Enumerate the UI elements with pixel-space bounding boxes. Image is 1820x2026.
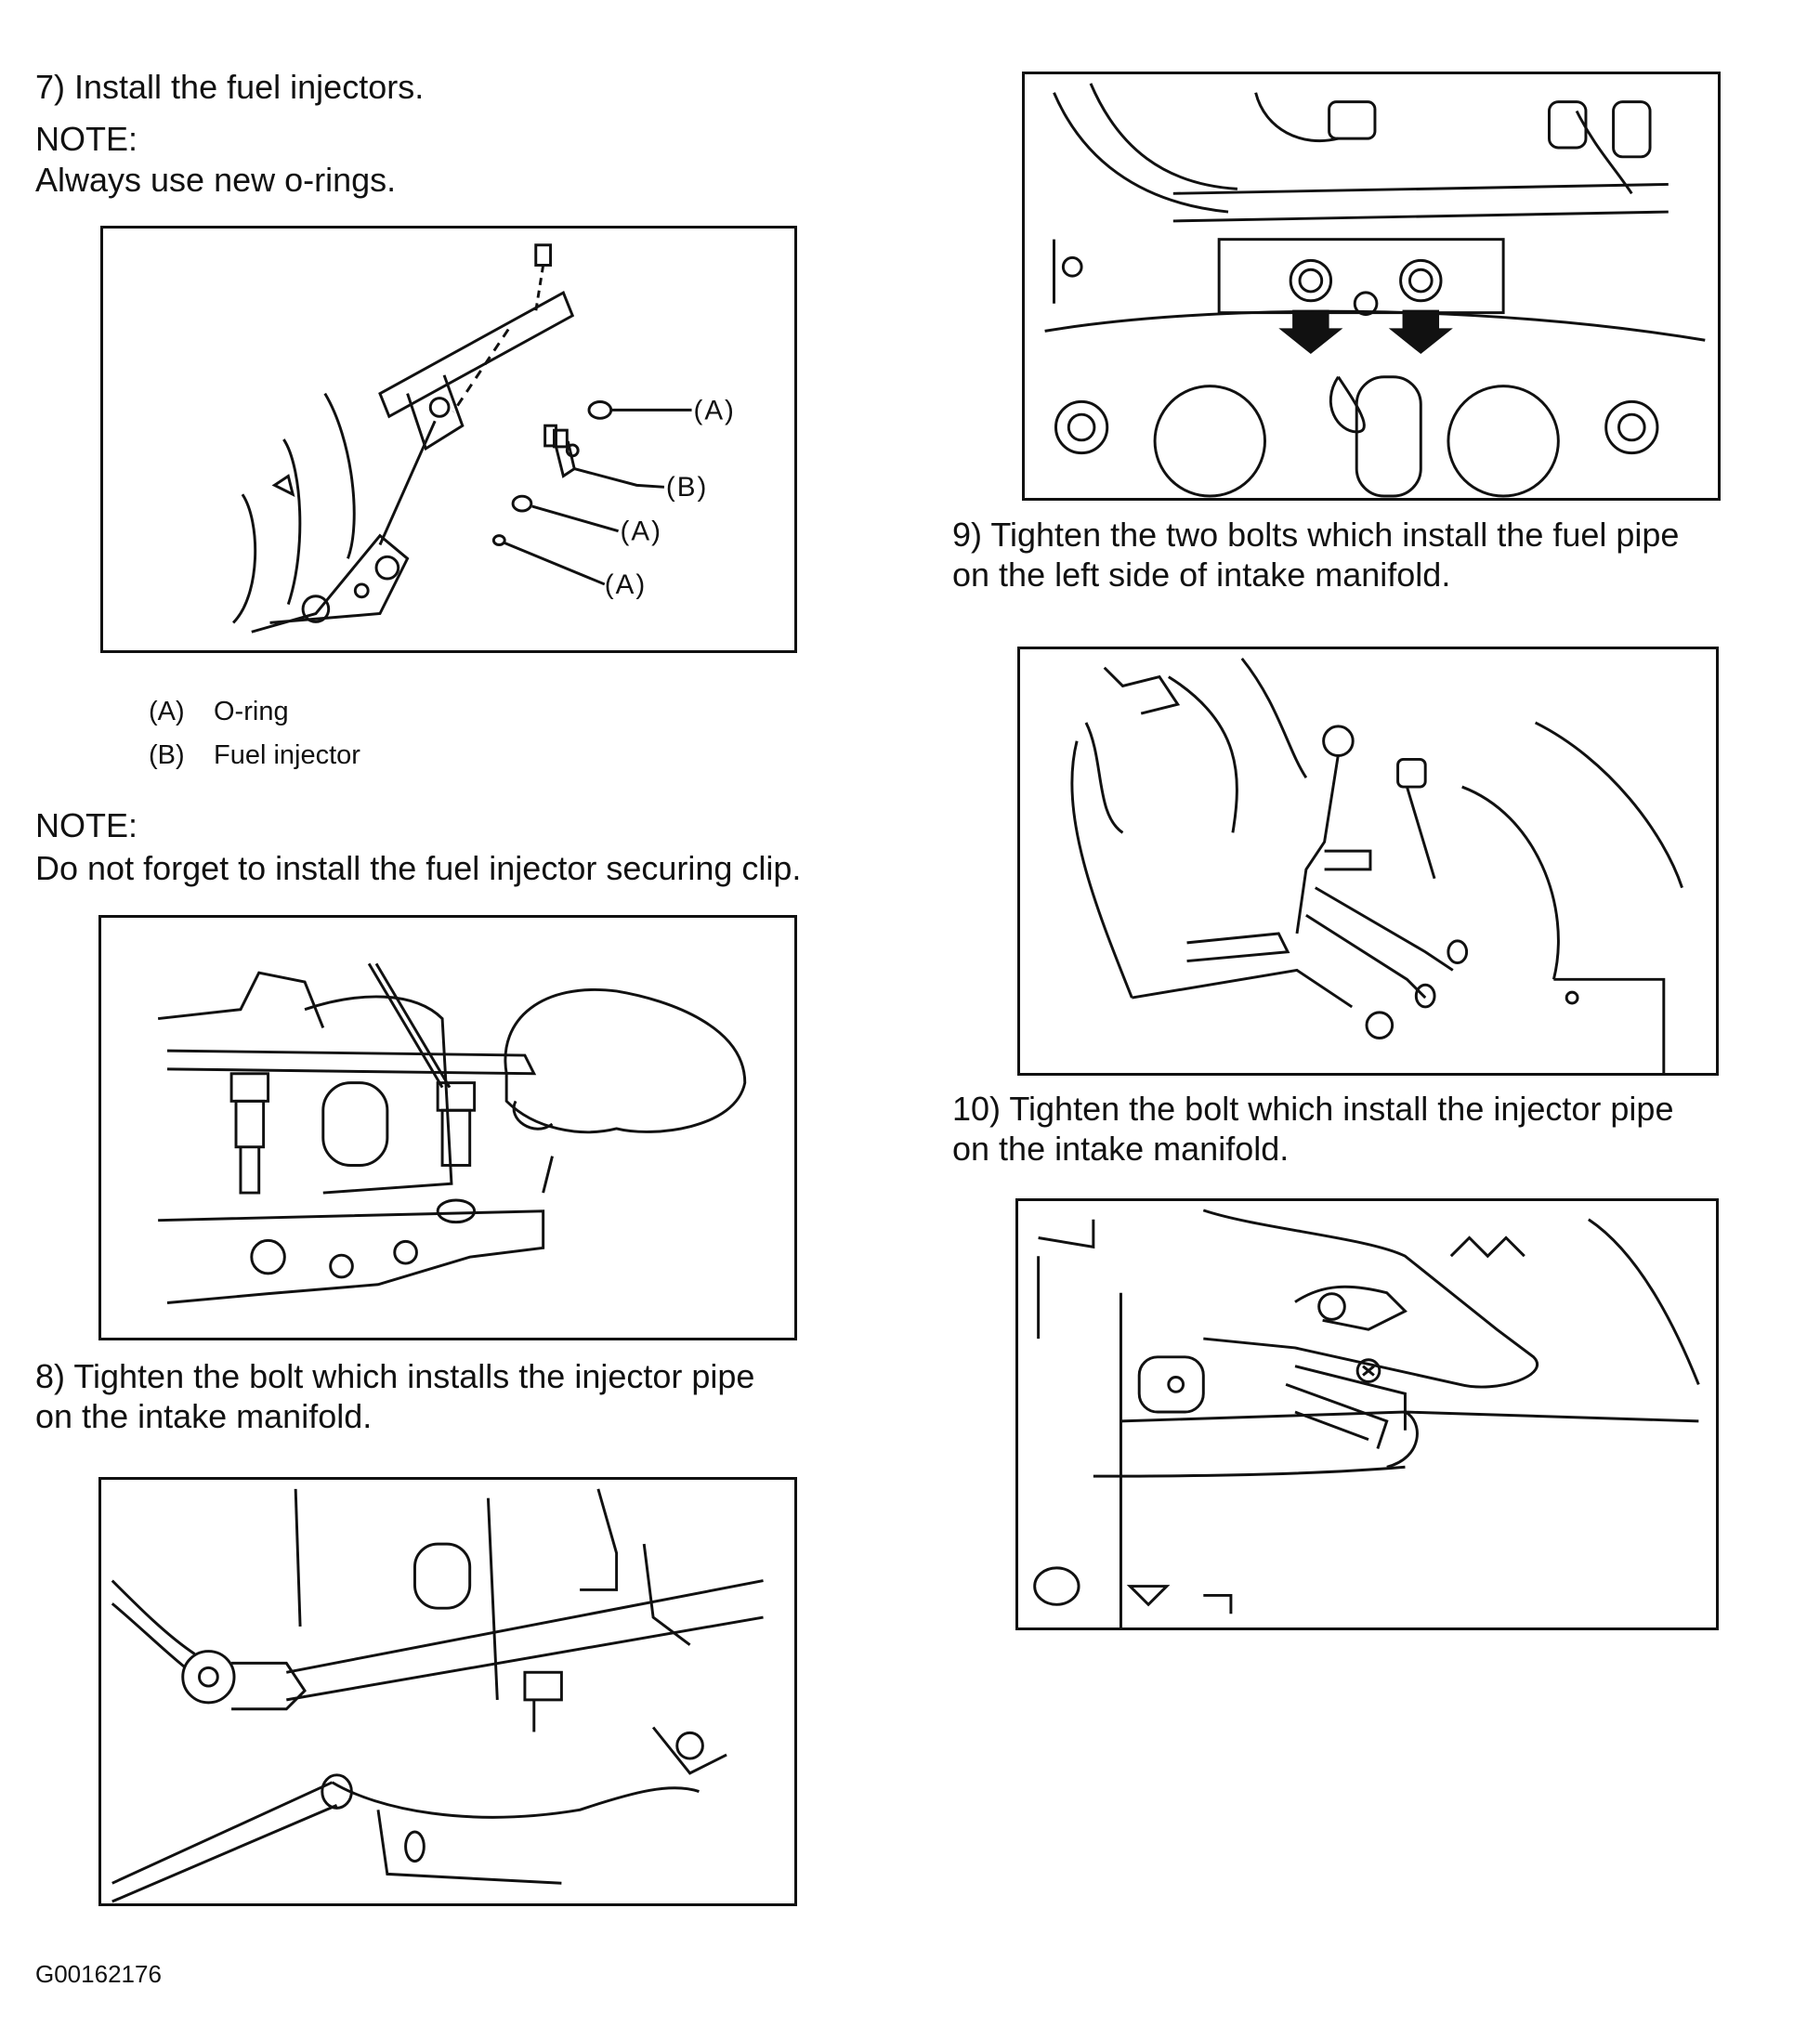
legend-label: Fuel injector [214, 740, 360, 770]
securing-clip-drawing [157, 962, 747, 1304]
step-10-line-1: 10) Tighten the bolt which install the i… [952, 1090, 1674, 1128]
step-7-heading: 7) Install the fuel injectors. [35, 68, 425, 106]
note-2-text: Do not forget to install the fuel inject… [35, 849, 802, 887]
figure-two-bolts [1022, 72, 1721, 501]
legend-row-o-ring: (A) O-ring [149, 695, 289, 728]
step-8-line-2: on the intake manifold. [35, 1397, 373, 1435]
step-9-line-2: on the left side of intake manifold. [952, 556, 1451, 594]
step-9-line-1: 9) Tighten the two bolts which install t… [952, 516, 1680, 554]
callout-a-lower: (A) [605, 569, 647, 600]
injector-pipe-bolt-right-drawing [1033, 1209, 1700, 1627]
figure-reference-id: G00162176 [35, 1960, 162, 1988]
callout-a-upper: (A) [694, 395, 736, 425]
two-bolts-drawing [1044, 83, 1706, 498]
figure-fuel-pipe-bolt [1017, 647, 1719, 1076]
figure-injector-exploded: (A) (B) (A) (A) [100, 226, 797, 653]
callout-b: (B) [666, 472, 708, 503]
figure-securing-clip [98, 915, 797, 1340]
figure-injector-pipe-bolt-right [1015, 1198, 1719, 1630]
note-2-heading: NOTE: [35, 806, 138, 844]
figure-injector-pipe-bolt [98, 1477, 797, 1906]
legend-label: O-ring [214, 697, 289, 726]
injector-exploded-drawing: (A) (B) (A) (A) [232, 243, 736, 634]
note-1-heading: NOTE: [35, 120, 138, 158]
note-1-text: Always use new o-rings. [35, 161, 397, 199]
fuel-pipe-bolt-drawing [1070, 657, 1683, 1073]
injector-pipe-bolt-drawing [111, 1488, 764, 1903]
step-10-line-2: on the intake manifold. [952, 1130, 1290, 1168]
legend-key: (B) [149, 740, 185, 770]
callout-a-middle: (A) [621, 516, 662, 547]
legend-row-fuel-injector: (B) Fuel injector [149, 739, 360, 772]
step-8-line-1: 8) Tighten the bolt which installs the i… [35, 1357, 755, 1395]
legend-key: (A) [149, 697, 185, 726]
